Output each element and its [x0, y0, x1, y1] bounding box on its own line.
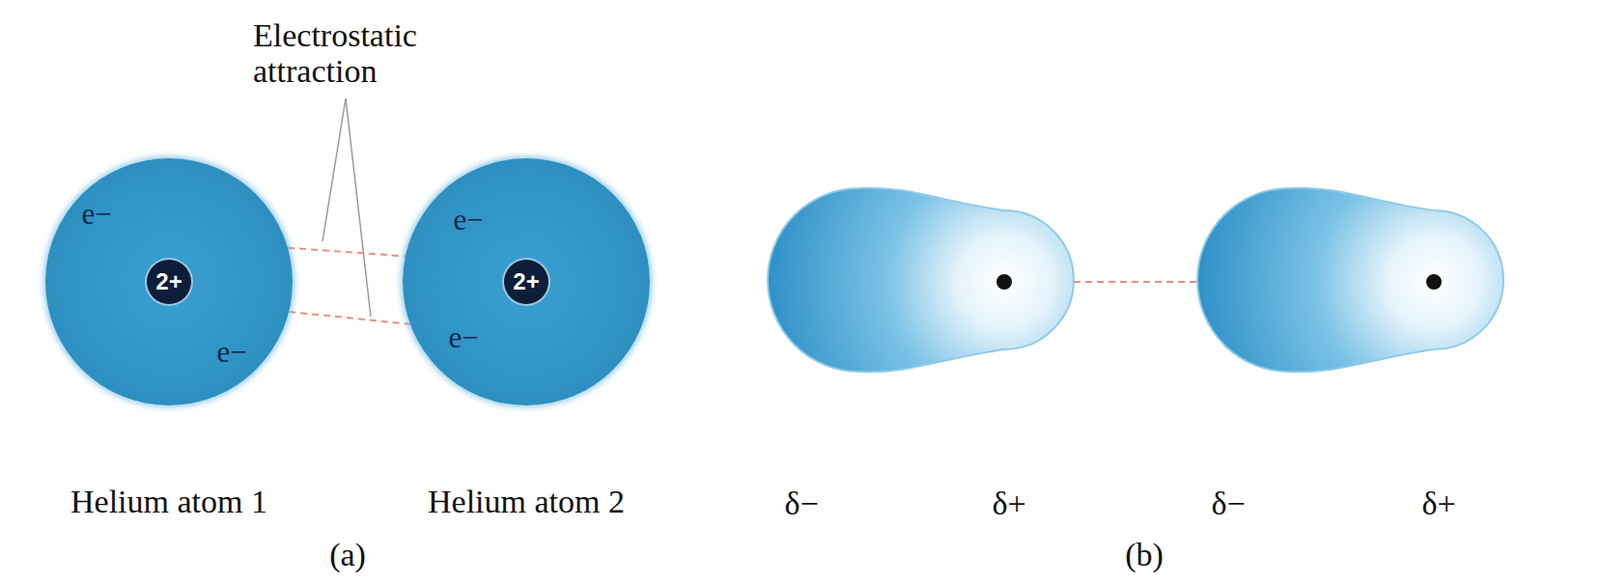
nucleus-charge: 2+	[146, 259, 192, 305]
polarized-atom	[1197, 188, 1504, 373]
nucleus-charge: 2+	[504, 259, 549, 305]
partial-charge: δ−	[784, 485, 818, 522]
panel-letter: (a)	[329, 536, 366, 573]
electron-label: e−	[216, 336, 247, 369]
electron-label: e−	[81, 197, 112, 231]
electron-label: e−	[452, 203, 483, 237]
atom-circle: e−2+e−Helium atom 1	[45, 158, 293, 406]
polarized-atom	[767, 188, 1074, 373]
atom-name: Helium atom 2	[427, 483, 625, 520]
atom-name: Helium atom 1	[70, 483, 268, 520]
partial-charge: δ+	[1421, 485, 1456, 522]
attraction-line	[288, 311, 411, 325]
nucleus-dot	[1425, 273, 1443, 291]
partial-charge: δ+	[991, 485, 1026, 522]
attraction-line	[287, 248, 406, 257]
electron-label: e−	[448, 321, 478, 355]
atom-circle: e−2+e−Helium atom 2	[402, 158, 650, 406]
leader-line	[322, 98, 346, 242]
nucleus-dot	[995, 273, 1013, 291]
panel-letter: (b)	[1124, 536, 1164, 573]
partial-charge: δ−	[1210, 485, 1245, 522]
leader-line	[345, 98, 371, 317]
callout-text: Electrostatic attraction	[252, 17, 447, 90]
attraction-line	[1073, 280, 1198, 283]
